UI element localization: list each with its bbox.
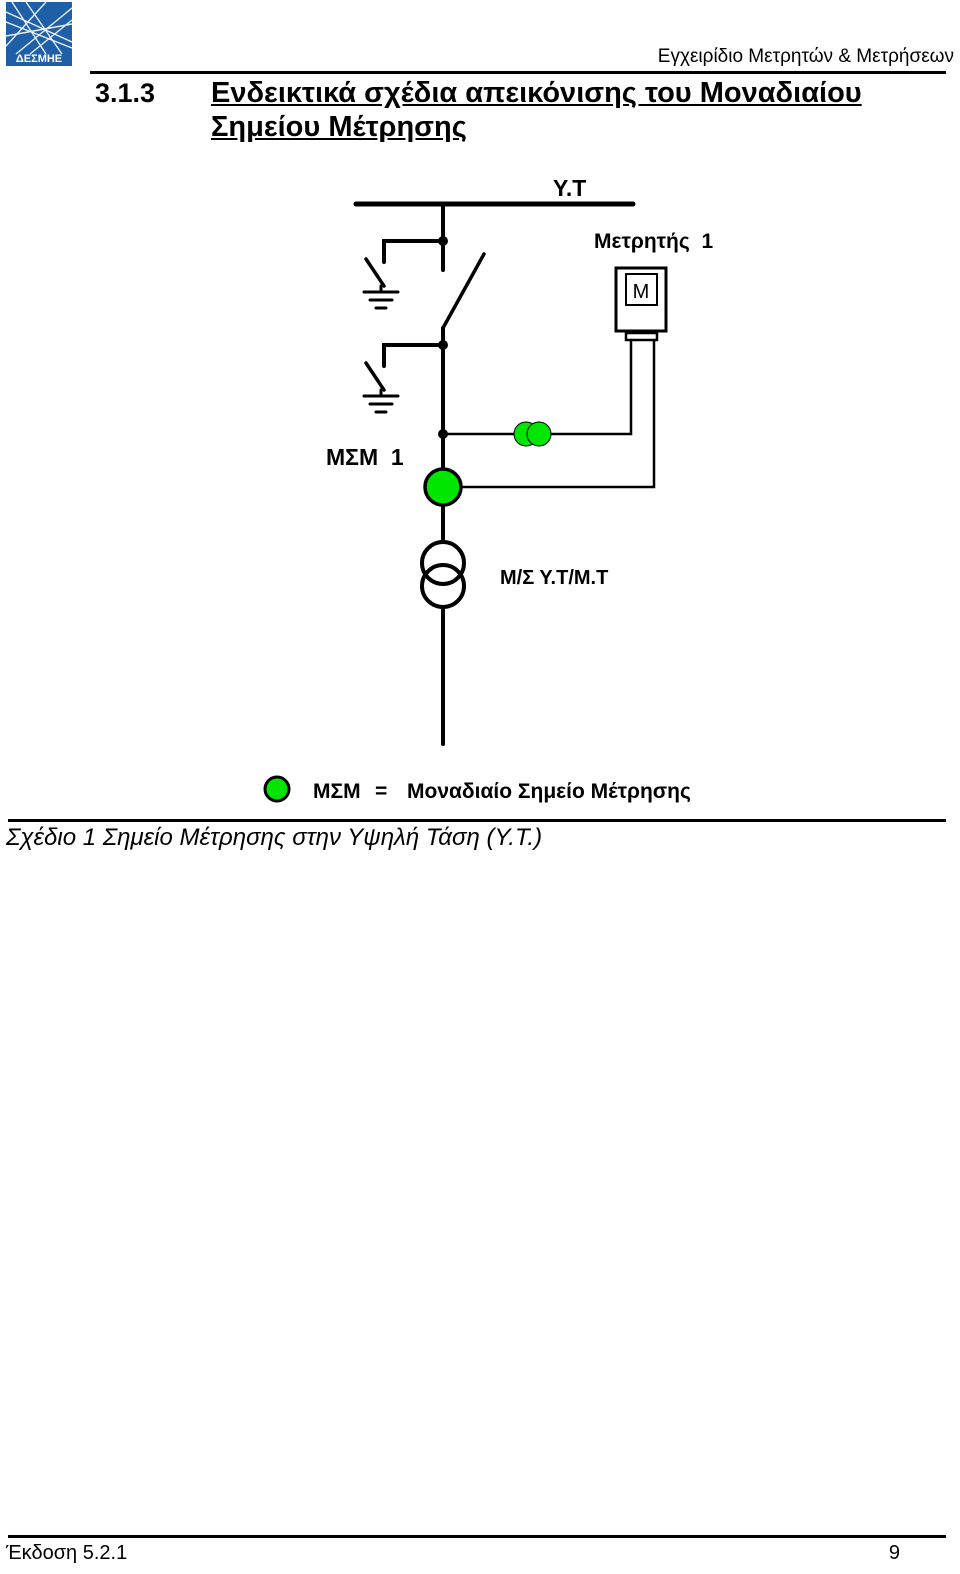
earth-switch-2-arm — [382, 343, 445, 368]
earth-switch-1-blade — [364, 257, 386, 288]
junction-dot-1 — [438, 236, 448, 246]
section-title: Ενδεικτικά σχέδια απεικόνισης του Μοναδι… — [211, 77, 862, 143]
single-line-diagram: Υ.Τ Μετρητής 1 M ΜΣΜ 1 Μ/Σ Υ.Τ/Μ.Τ ΜΣΜ =… — [263, 175, 713, 803]
voltage-transformer-right — [526, 421, 552, 447]
earth-switch-1-arm — [382, 239, 445, 264]
disconnector-blade — [441, 252, 486, 330]
meter-box — [614, 266, 668, 333]
metering-point-label: ΜΣΜ 1 — [326, 444, 404, 470]
vt-wiring — [441, 338, 633, 436]
legend-equals: = — [375, 780, 387, 803]
meter-display — [625, 273, 658, 306]
company-logo: ΔΕΣΜΗΕ — [6, 2, 72, 66]
ct-wiring — [460, 338, 656, 489]
page-number: 9 — [888, 1542, 900, 1564]
document-title: Εγχειρίδιο Μετρητών & Μετρήσεων — [657, 46, 954, 67]
legend-marker — [263, 775, 291, 803]
footer-edition: Έκδοση 5.2.1 — [6, 1542, 128, 1564]
footer-divider — [8, 1535, 946, 1538]
transformer-label: Μ/Σ Υ.Τ/Μ.Τ — [500, 567, 608, 589]
junction-dot-2 — [438, 340, 448, 350]
meter-label: Μετρητής 1 — [594, 230, 713, 253]
earth-switch-2-blade — [364, 361, 386, 392]
legend-abbr: ΜΣΜ — [313, 780, 361, 803]
caption-divider — [8, 819, 946, 822]
transformer-winding-secondary — [420, 563, 466, 609]
figure-caption: Σχέδιο 1 Σημείο Μέτρησης στην Υψηλή Τάση… — [6, 824, 543, 851]
meter-symbol: M — [633, 281, 650, 303]
section-number: 3.1.3 — [95, 78, 156, 108]
busbar-label: Υ.Τ — [553, 175, 586, 201]
logo-text: ΔΕΣΜΗΕ — [16, 53, 62, 65]
junction-dot-3 — [438, 429, 448, 439]
metering-point-symbol — [423, 467, 463, 507]
legend-text: Μοναδιαίο Σημείο Μέτρησης — [407, 780, 691, 803]
header-divider — [90, 71, 946, 74]
meter-terminal — [624, 331, 659, 342]
transformer-winding-primary — [420, 540, 466, 586]
